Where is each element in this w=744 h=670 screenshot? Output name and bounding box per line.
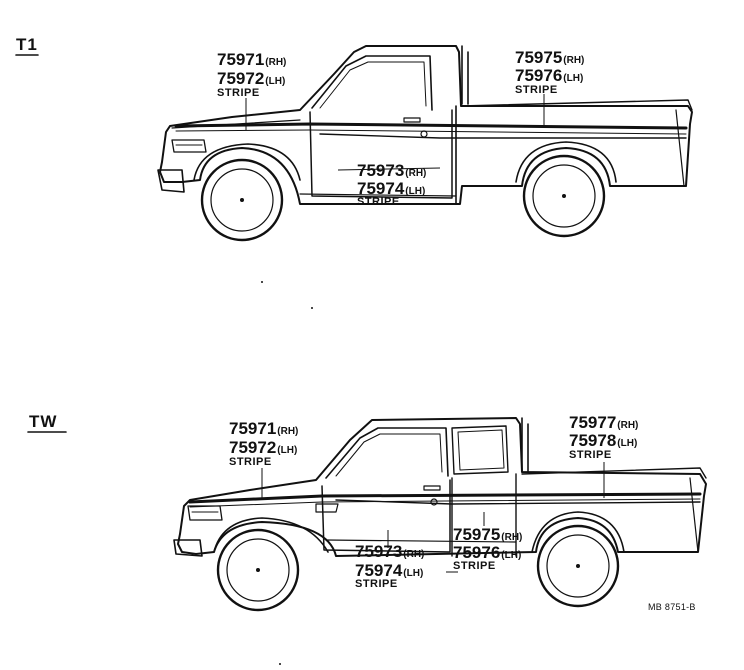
- t1-truck-drawing: [15, 45, 693, 205]
- part-number: 75971(RH): [217, 50, 287, 69]
- part-number: 75976(LH): [453, 543, 522, 562]
- part-description: STRIPE: [569, 449, 612, 461]
- part-number: 75977(RH): [569, 413, 639, 432]
- part-description: STRIPE: [357, 196, 400, 208]
- t1-leader-lines: [245, 94, 545, 171]
- part-description: STRIPE: [355, 578, 398, 590]
- scan-speck: [279, 663, 281, 665]
- part-description: STRIPE: [229, 456, 272, 468]
- tw-leader-lines: [261, 462, 605, 573]
- part-description: STRIPE: [515, 84, 558, 96]
- part-description: STRIPE: [453, 560, 496, 572]
- part-description: STRIPE: [217, 87, 260, 99]
- section-label-tw: TW: [29, 412, 58, 431]
- t1-rear-wheel: [522, 154, 606, 238]
- figure-code: MB 8751-B: [648, 602, 696, 612]
- part-number: 75972(LH): [217, 69, 286, 88]
- scan-speck: [261, 281, 263, 283]
- part-number: 75973(RH): [355, 542, 425, 561]
- part-number: 75975(RH): [515, 48, 585, 67]
- section-label-t1: T1: [16, 35, 38, 54]
- scan-speck: [311, 307, 313, 309]
- part-number: 75973(RH): [357, 161, 427, 180]
- tw-rear-wheel: [536, 524, 620, 608]
- part-number: 75974(LH): [355, 561, 424, 580]
- part-number: 75974(LH): [357, 179, 426, 198]
- part-number: 75978(LH): [569, 431, 638, 450]
- part-number: 75972(LH): [229, 438, 298, 457]
- part-number: 75971(RH): [229, 419, 299, 438]
- part-number: 75976(LH): [515, 66, 584, 85]
- t1-front-wheel: [200, 158, 284, 242]
- tw-front-wheel: [216, 528, 300, 612]
- tw-truck-drawing: [27, 417, 707, 557]
- part-number: 75975(RH): [453, 525, 523, 544]
